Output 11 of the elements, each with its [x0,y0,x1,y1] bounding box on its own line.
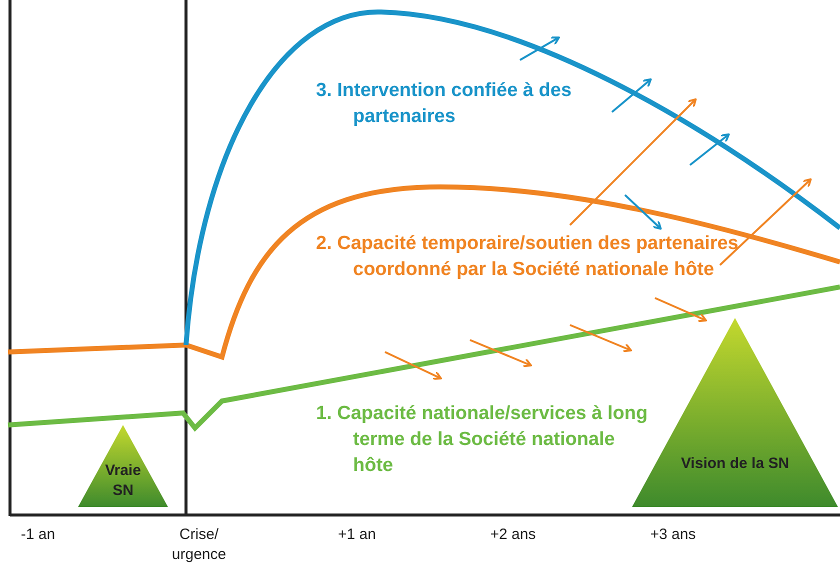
axis-tick-label: +1 an [337,525,377,545]
curve-label: 1. Capacité nationale/services à long terme de la Société nationale hôte [316,402,649,478]
axis-tick-label: Crise/ urgence [170,525,228,564]
node-text: Vision de la SN [680,454,790,474]
node-text: Vraie SN [104,461,142,501]
curve-label: 3. Intervention confiée à des partenaires [316,79,573,129]
axis-tick-label: -1 an [20,525,56,545]
axis-tick-label: +3 ans [649,525,697,545]
curve-label: 2. Capacité temporaire/soutien des partenaires coordonné par la Société nationale hôte [316,232,740,282]
triangle-node [78,425,168,507]
axis-tick-label: +2 ans [489,525,537,545]
